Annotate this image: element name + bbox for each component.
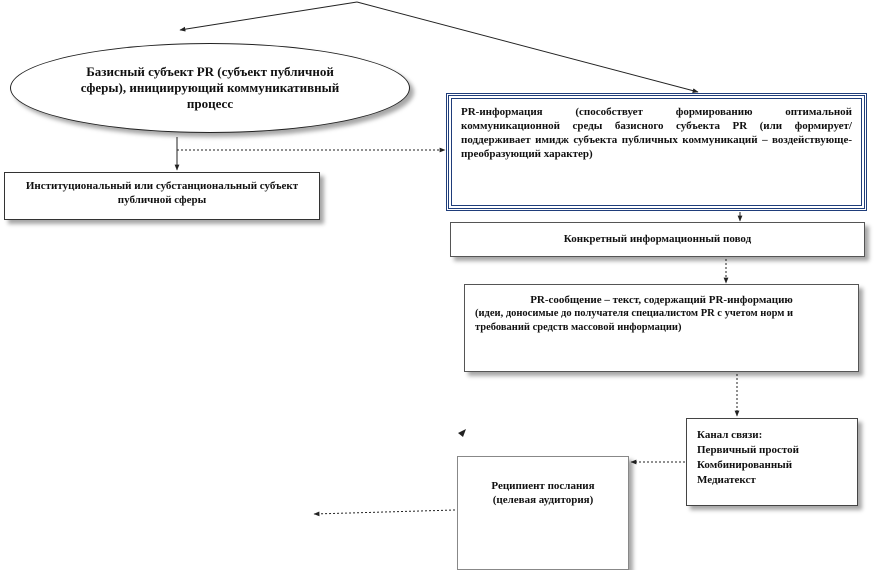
info-occasion-box: Конкретный информационный повод — [450, 222, 865, 257]
channel-item-combined: Комбинированный — [697, 459, 793, 471]
institutional-subject-label: Институциональный или субстанциональный … — [25, 180, 299, 206]
channel-title: Канал связи: — [697, 429, 763, 441]
info-occasion-label: Конкретный информационный повод — [563, 233, 752, 245]
channel-box: Канал связи: Первичный простой Комбиниро… — [686, 418, 858, 506]
pr-message-title: PR-сообщение – текст, содержащий PR-инфо… — [530, 294, 793, 306]
channel-item-mediatext: Медиатекст — [697, 474, 756, 486]
small-arrowhead-mark — [458, 429, 466, 437]
arrow-recipient-outward — [313, 509, 456, 517]
pr-information-box: PR-информация (способствует формированию… — [446, 93, 867, 211]
recipient-subtitle: (целевая аудитория) — [492, 494, 594, 506]
recipient-box: Реципиент послания (целевая аудитория) — [457, 456, 629, 570]
basis-subject-ellipse: Базисный субъект PR (субъект публичной с… — [10, 43, 410, 133]
basis-subject-label: Базисный субъект PR (субъект публичной с… — [80, 64, 340, 111]
arrow-top-to-basis — [179, 1, 358, 32]
recipient-title: Реципиент послания — [491, 480, 595, 492]
pr-information-label: PR-информация (способствует формированию… — [461, 106, 852, 160]
institutional-subject-box: Институциональный или субстанциональный … — [4, 172, 320, 220]
arrow-top-to-prinfo — [356, 1, 699, 93]
pr-message-subtitle: (идеи, доносимые до получателя специалис… — [475, 308, 794, 333]
pr-message-box: PR-сообщение – текст, содержащий PR-инфо… — [464, 284, 859, 372]
channel-item-primary: Первичный простой — [697, 444, 799, 456]
